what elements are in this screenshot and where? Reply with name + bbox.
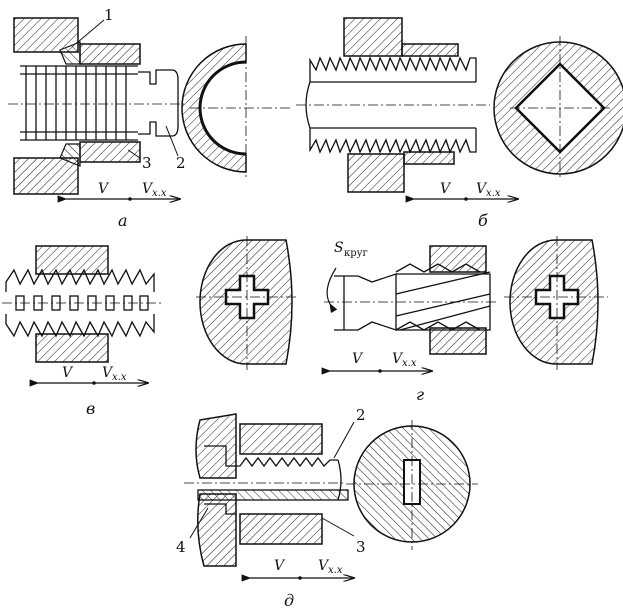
panel-b-broach [305,56,477,154]
panel-d-vxx-label: V [318,558,330,574]
panel-b-section [493,36,623,180]
panel-b: V V x.x б [296,17,623,230]
panel-g-vxx-sub: x.x [402,358,417,369]
panel-v-vxx-sub: x.x [112,372,127,383]
part-3-label-d: 3 [356,538,366,556]
panel-d-section [346,420,478,550]
part-2-label: 2 [176,154,186,172]
panel-b-v-label: V [440,181,452,197]
panel-b-letter: б [478,211,488,230]
panel-v-vxx-label: V [102,365,114,381]
panel-a-vxx-sub: x.x [152,188,167,199]
panel-g-rotation-arrow [326,267,338,314]
panel-a-broach [20,65,179,141]
panel-v-v-label: V [62,365,74,381]
panel-d-tool [197,445,349,515]
panel-b-vxx-sub: x.x [486,188,501,199]
panel-g-v-label: V [352,351,364,367]
panel-v: V V x.x в [2,245,162,418]
part-2-label-d: 2 [356,406,366,424]
panel-g: S круг V V x.x г [321,236,608,404]
part-1-label: 1 [104,6,114,24]
panel-g-s-label: S [334,240,344,256]
panel-g-tool [334,263,491,331]
panel-a-leaders [77,19,179,159]
panel-d: 2 4 3 V V x.x д [176,406,478,610]
panel-g-s-sub: круг [344,248,368,259]
panel-g-section [504,236,608,370]
panel-g-letter: г [416,385,424,404]
panel-a-vxx-label: V [142,181,154,197]
panel-a-workpiece [13,17,141,195]
panel-a-v-label: V [98,181,110,197]
panel-a: 1 3 2 V V x.x а [8,6,290,230]
panel-d-vxx-sub: x.x [328,565,343,576]
panel-v-section [196,236,296,370]
panel-a-letter: а [118,211,128,230]
panel-a-section [181,36,290,180]
panel-b-vxx-label: V [476,181,488,197]
part-4-label: 4 [176,538,186,556]
panel-v-letter: в [86,399,95,418]
panel-d-letter: д [284,591,294,610]
panel-d-v-label: V [274,558,286,574]
panel-d-leaders [189,421,355,539]
panel-g-vxx-label: V [392,351,404,367]
part-3-label: 3 [142,154,152,172]
